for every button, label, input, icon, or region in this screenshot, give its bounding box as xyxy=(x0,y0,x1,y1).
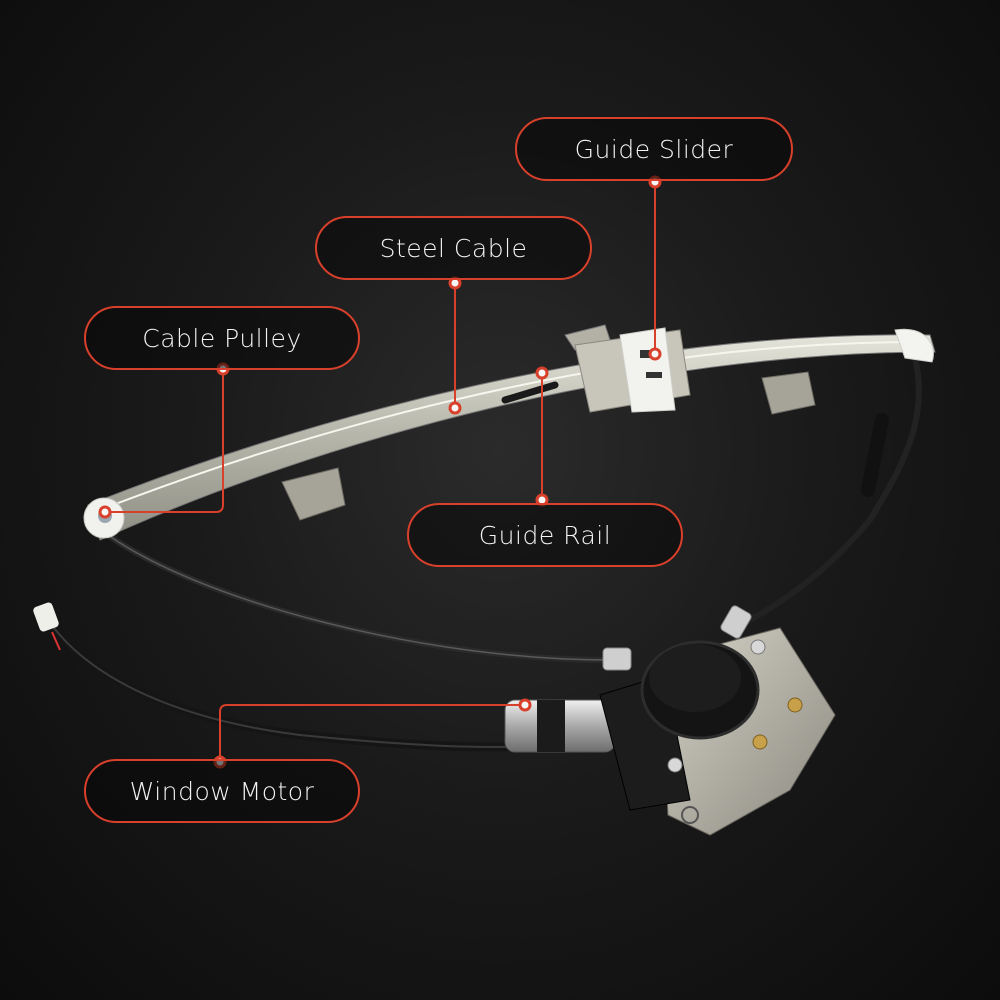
callout-label: Window Motor xyxy=(129,776,315,806)
callout-guide-rail: Guide Rail xyxy=(407,503,683,567)
callout-guide-slider: Guide Slider xyxy=(515,117,793,181)
cable-housing xyxy=(106,357,922,663)
callout-cable-pulley: Cable Pulley xyxy=(84,306,360,370)
guide-slider-part xyxy=(564,324,691,413)
callout-label: Guide Slider xyxy=(574,134,734,164)
callout-label: Cable Pulley xyxy=(142,323,302,353)
callout-label: Steel Cable xyxy=(379,233,528,263)
callout-steel-cable: Steel Cable xyxy=(315,216,592,280)
leader-lines xyxy=(105,182,656,762)
callout-window-motor: Window Motor xyxy=(84,759,360,823)
motor-assembly xyxy=(33,602,836,836)
callout-label: Guide Rail xyxy=(478,520,612,550)
